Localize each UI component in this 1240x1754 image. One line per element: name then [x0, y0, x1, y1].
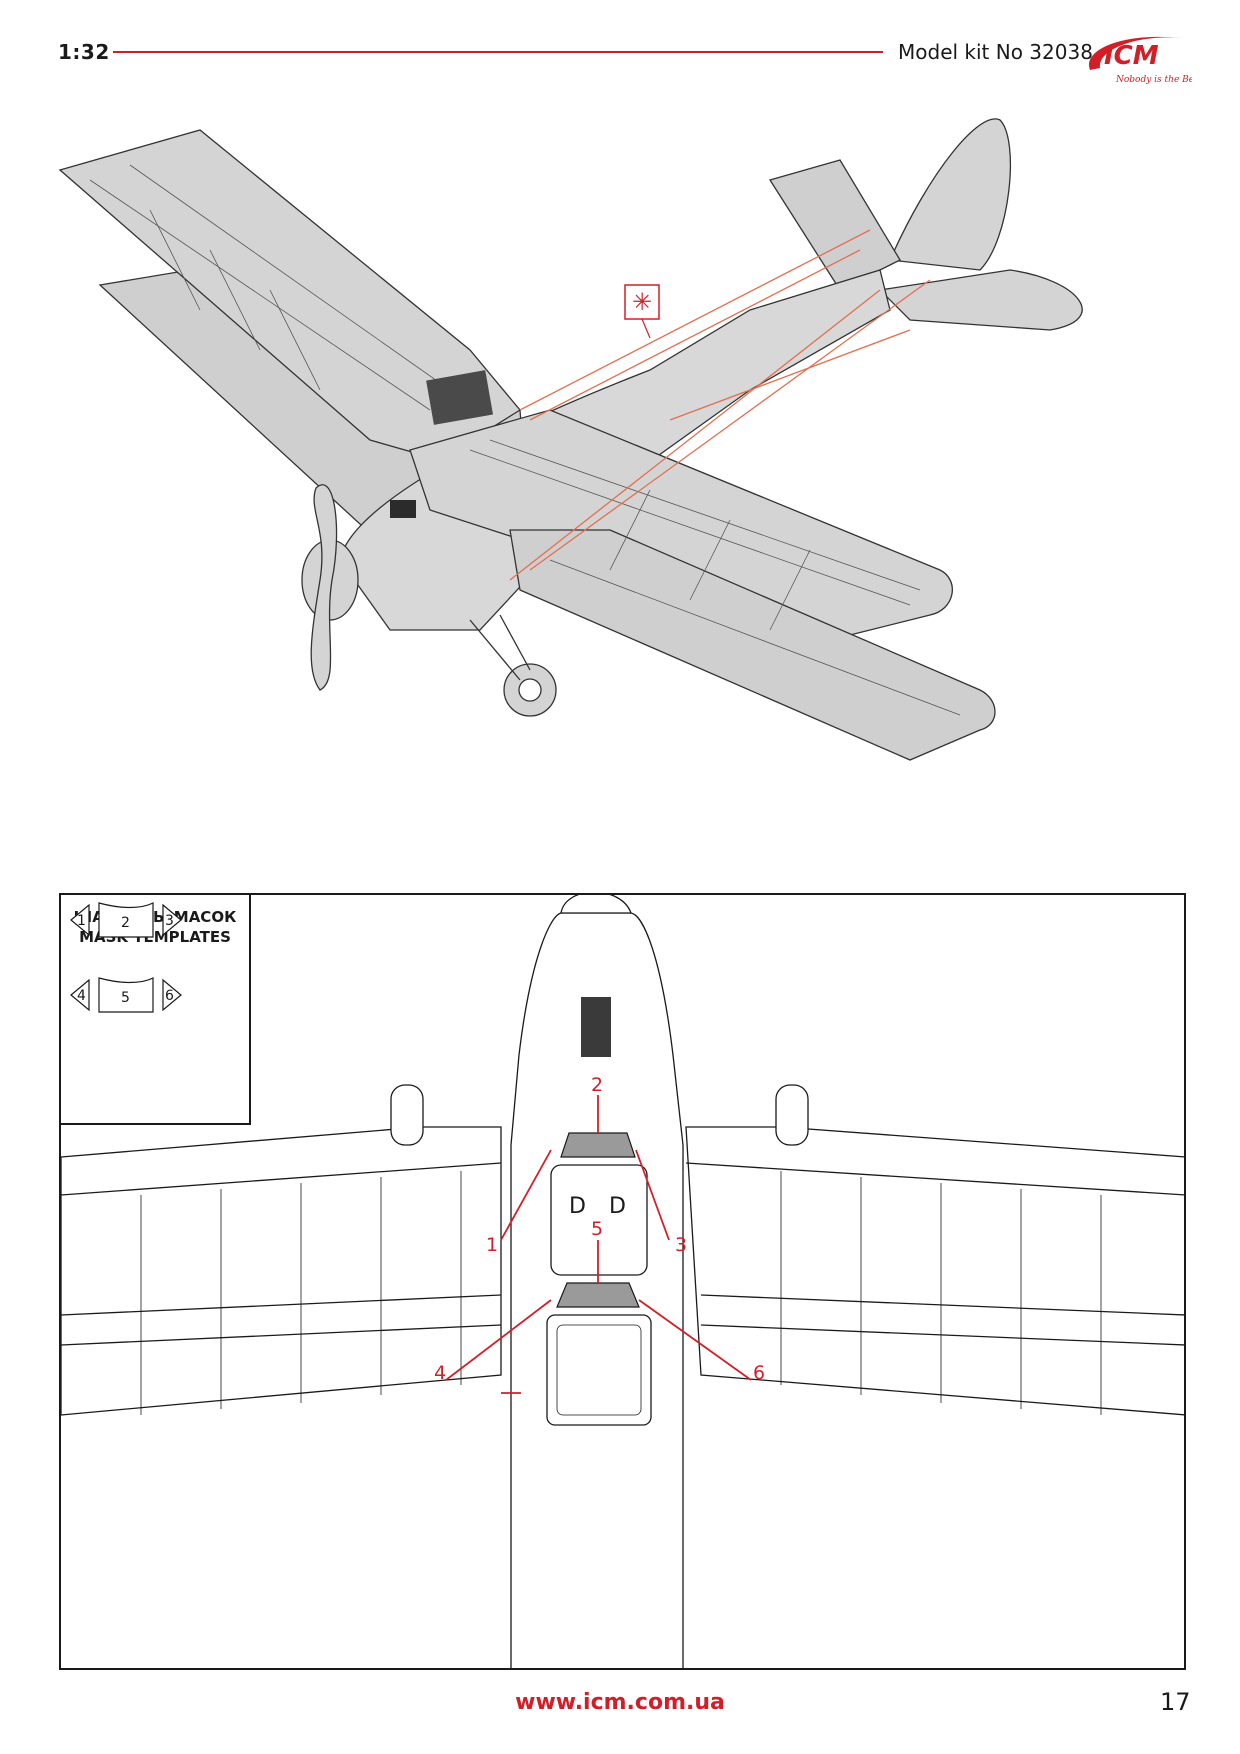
- mask-template-shapes: 1 2 3 4 5 6: [70, 902, 182, 1013]
- svg-text:D: D: [609, 1194, 626, 1219]
- footer-url: www.icm.com.ua: [515, 1690, 725, 1715]
- callout-6: 6: [753, 1362, 765, 1384]
- template-6-label: 6: [165, 988, 174, 1004]
- header-rule: [113, 51, 883, 53]
- page-header: 1:32 Model kit No 32038 ICM Nobody is th…: [0, 0, 1240, 100]
- mask-placement-panel: D D 1 2 3 4 5 6 ШАБЛОНЫ МАСОК MASK TEMPL…: [59, 893, 1186, 1670]
- callout-2: 2: [591, 1074, 603, 1096]
- template-3-label: 3: [165, 913, 174, 929]
- callout-4: 4: [434, 1362, 446, 1384]
- template-4-label: 4: [77, 988, 86, 1004]
- svg-text:D: D: [569, 1194, 586, 1219]
- top-view-drawing: D D 1 2 3 4 5 6: [61, 895, 1184, 1668]
- rigging-callout: ✳: [624, 284, 660, 339]
- svg-text:ICM: ICM: [1104, 41, 1159, 71]
- svg-text:✳: ✳: [632, 288, 652, 316]
- icm-logo: ICM Nobody is the Best: [1088, 36, 1192, 85]
- callout-1: 1: [486, 1234, 498, 1256]
- scale-label: 1:32: [58, 40, 110, 64]
- template-5-label: 5: [121, 990, 130, 1006]
- biplane-illustration: ✳: [58, 118, 1083, 761]
- svg-text:Nobody is the Best: Nobody is the Best: [1115, 75, 1192, 85]
- template-1-label: 1: [77, 913, 86, 929]
- mask-templates-legend: ШАБЛОНЫ МАСОК MASK TEMPLATES 1 2 3 4 5 6: [61, 895, 251, 1125]
- template-2-label: 2: [121, 915, 130, 931]
- kit-number: Model kit No 32038: [898, 40, 1093, 64]
- page-number: 17: [1160, 1688, 1191, 1716]
- callout-3: 3: [675, 1234, 687, 1256]
- callout-5: 5: [591, 1218, 603, 1240]
